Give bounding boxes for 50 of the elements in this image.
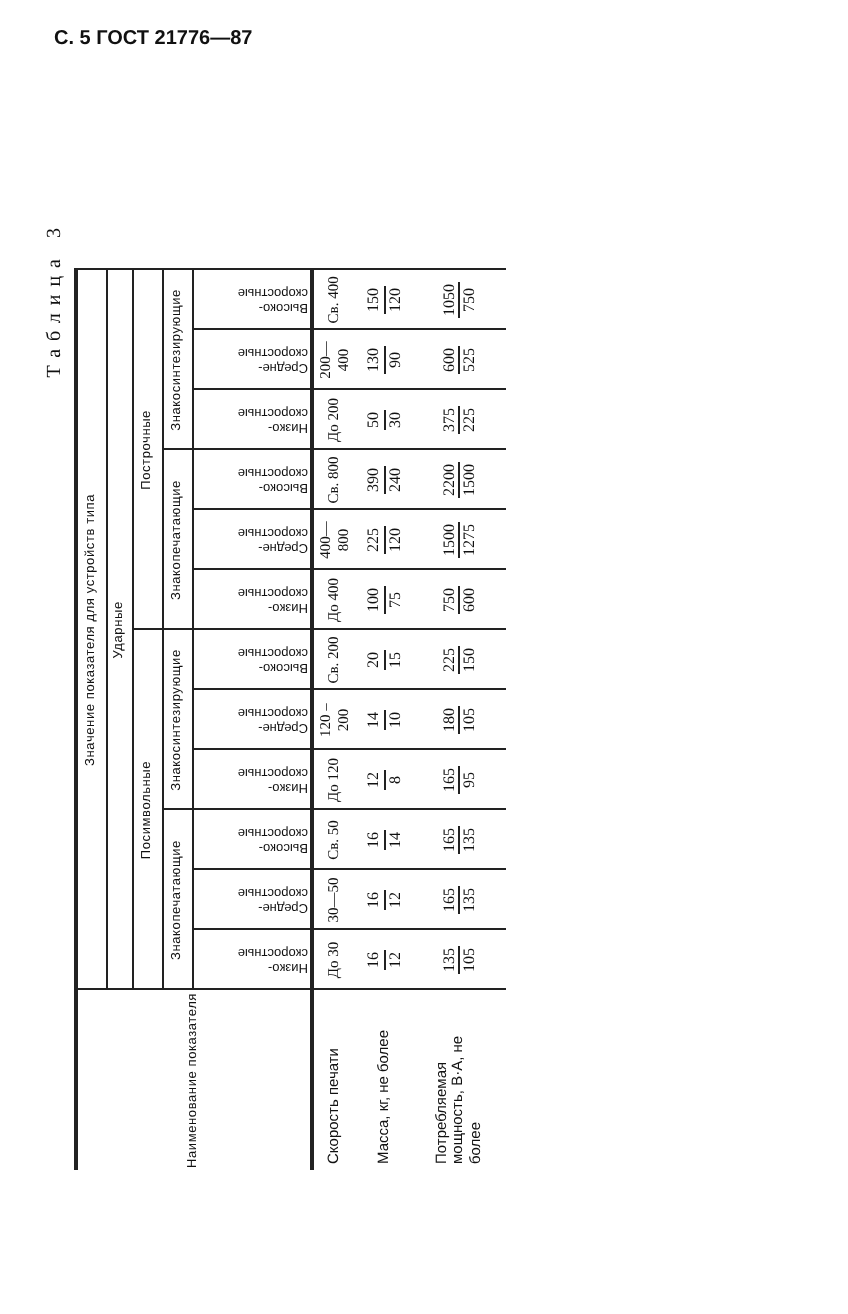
numerator-text: 150 — [364, 285, 383, 314]
numerator-text: 14 — [364, 710, 383, 730]
numerator-text: 165 — [439, 766, 458, 794]
numerator-text: 16 — [364, 950, 383, 970]
page-header: С. 5 ГОСТ 21776—87 — [54, 28, 253, 50]
numerator-text: 750 — [439, 586, 458, 614]
numerator-text: 225 — [439, 646, 458, 674]
denominator-text: 135 — [458, 826, 479, 854]
denominator-text: 105 — [458, 946, 479, 974]
numerator-text: 1050 — [439, 281, 458, 318]
denominator-text: 1275 — [458, 522, 479, 558]
denominator-text: 90 — [383, 346, 404, 374]
denominator-text: 8 — [383, 770, 404, 790]
denominator-text: 14 — [383, 830, 404, 850]
table-caption: Таблица 3 — [44, 220, 66, 378]
numerator-text: 12 — [364, 770, 383, 790]
numerator-text: 180 — [439, 706, 458, 734]
denominator-text: 10 — [383, 710, 404, 730]
denominator-text: 95 — [458, 766, 479, 794]
numerator-text: 600 — [439, 346, 458, 374]
numerator-text: 1500 — [439, 522, 458, 558]
denominator-text: 30 — [383, 410, 404, 430]
denominator-text: 120 — [383, 526, 404, 554]
denominator-text: 600 — [458, 586, 479, 614]
denominator-text: 750 — [458, 281, 479, 318]
denominator-text: 75 — [383, 586, 404, 614]
numerator-text: 135 — [439, 946, 458, 974]
numerator-text: 16 — [364, 890, 383, 910]
denominator-text: 225 — [458, 406, 479, 434]
denominator-text: 12 — [383, 890, 404, 910]
denominator-text: 105 — [458, 706, 479, 734]
denominator-text: 120 — [383, 285, 404, 314]
numerator-text: 130 — [364, 346, 383, 374]
denominator-text: 525 — [458, 346, 479, 374]
numerator-text: 16 — [364, 830, 383, 850]
denominator-text: 150 — [458, 646, 479, 674]
numerator-text: 50 — [364, 410, 383, 430]
denominator-text: 1500 — [458, 462, 479, 498]
numerator-text: 225 — [364, 526, 383, 554]
denominator-text: 15 — [383, 650, 404, 670]
denominator-text: 135 — [458, 886, 479, 914]
denominator-text: 240 — [383, 466, 404, 494]
numerator-text: 165 — [439, 826, 458, 854]
numerator-text: 165 — [439, 886, 458, 914]
numerator-text: 100 — [364, 586, 383, 614]
numerator-text: 20 — [364, 650, 383, 670]
numerator-text: 2200 — [439, 462, 458, 498]
denominator-text: 12 — [383, 950, 404, 970]
numerator-text: 390 — [364, 466, 383, 494]
numerator-text: 375 — [439, 406, 458, 434]
